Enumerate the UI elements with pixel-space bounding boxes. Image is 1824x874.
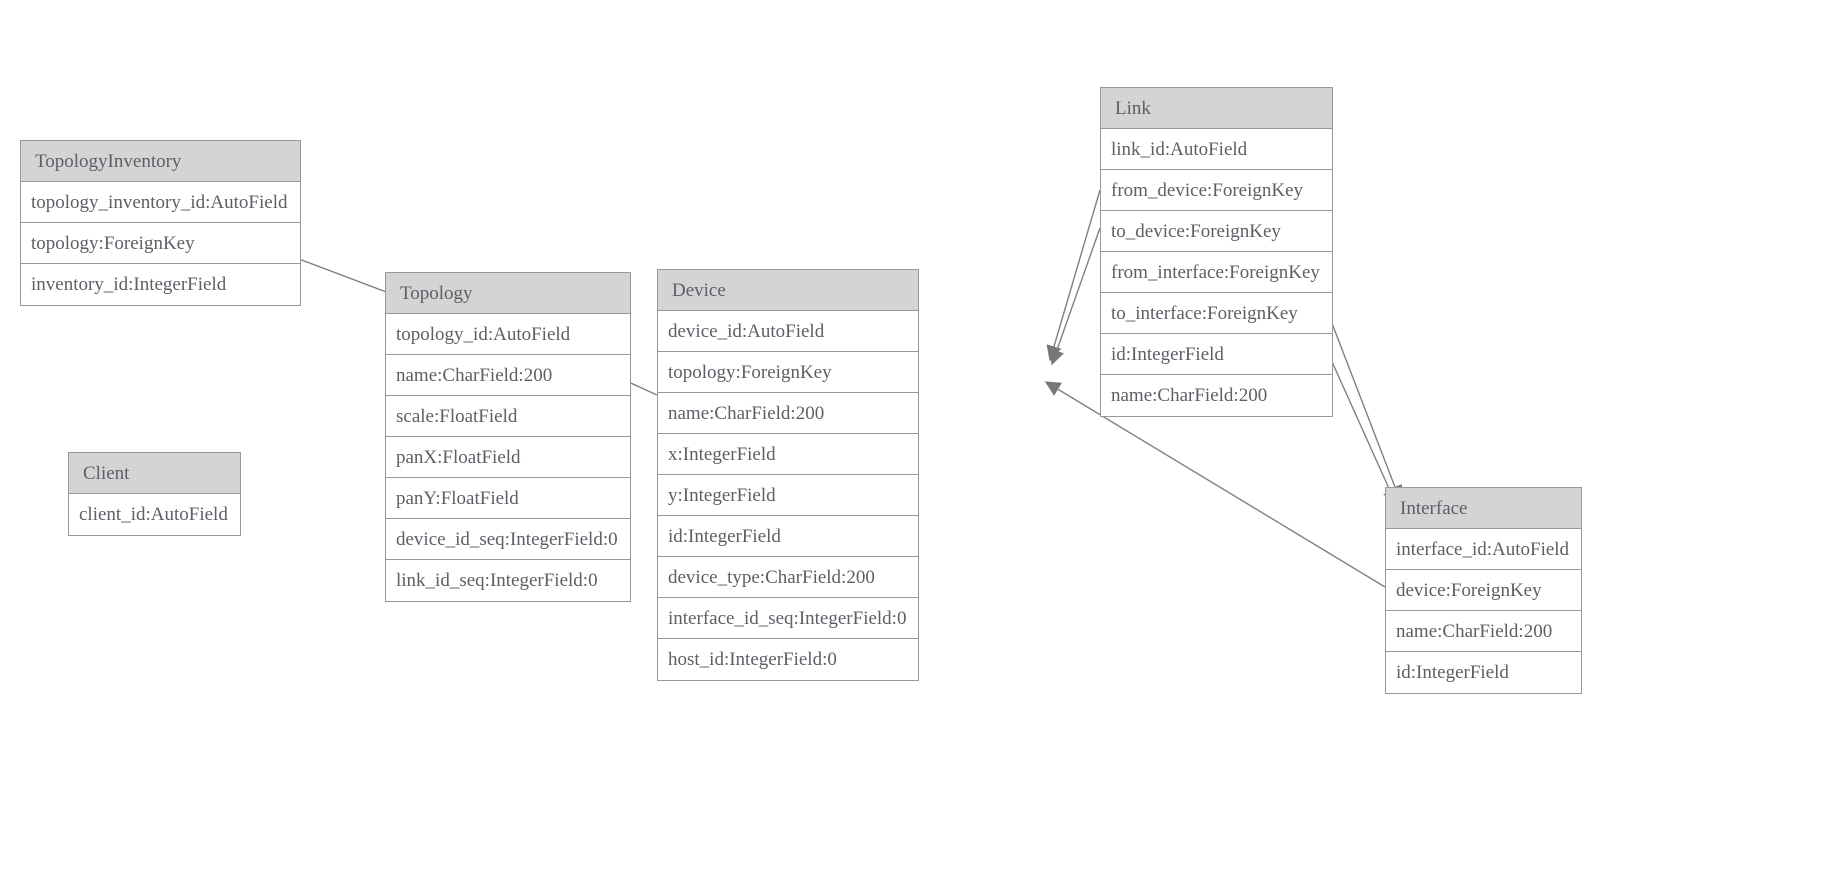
entity-field: host_id:IntegerField:0 — [658, 639, 918, 680]
entity-field: id:IntegerField — [1101, 334, 1332, 375]
entity-field: x:IntegerField — [658, 434, 918, 475]
entity-client[interactable]: Client client_id:AutoField — [68, 452, 241, 536]
entity-field: scale:FloatField — [386, 396, 630, 437]
entity-field: device_id:AutoField — [658, 311, 918, 352]
entity-field: from_interface:ForeignKey — [1101, 252, 1332, 293]
entity-field: y:IntegerField — [658, 475, 918, 516]
entity-field: name:CharField:200 — [386, 355, 630, 396]
entity-field: name:CharField:200 — [1101, 375, 1332, 416]
entity-field: device_id_seq:IntegerField:0 — [386, 519, 630, 560]
entity-title: Client — [69, 453, 240, 494]
entity-title: Interface — [1386, 488, 1581, 529]
entity-field: interface_id_seq:IntegerField:0 — [658, 598, 918, 639]
entity-title: TopologyInventory — [21, 141, 300, 182]
entity-field: id:IntegerField — [1386, 652, 1581, 693]
entity-field: device_type:CharField:200 — [658, 557, 918, 598]
entity-field: panX:FloatField — [386, 437, 630, 478]
entity-field: topology:ForeignKey — [658, 352, 918, 393]
edge-link-to-device — [1049, 227, 1101, 366]
entity-field: inventory_id:IntegerField — [21, 264, 300, 305]
entity-field: from_device:ForeignKey — [1101, 170, 1332, 211]
entity-title: Link — [1101, 88, 1332, 129]
entity-field: topology_id:AutoField — [386, 314, 630, 355]
entity-title: Topology — [386, 273, 630, 314]
entity-link[interactable]: Link link_id:AutoField from_device:Forei… — [1100, 87, 1333, 417]
entity-field: to_interface:ForeignKey — [1101, 293, 1332, 334]
entity-field: topology:ForeignKey — [21, 223, 300, 264]
entity-interface[interactable]: Interface interface_id:AutoField device:… — [1385, 487, 1582, 694]
entity-title: Device — [658, 270, 918, 311]
entity-device[interactable]: Device device_id:AutoField topology:Fore… — [657, 269, 919, 681]
entity-field: client_id:AutoField — [69, 494, 240, 535]
entity-field: name:CharField:200 — [1386, 611, 1581, 652]
entity-field: topology_inventory_id:AutoField — [21, 182, 300, 223]
entity-topologyinventory[interactable]: TopologyInventory topology_inventory_id:… — [20, 140, 301, 306]
entity-topology[interactable]: Topology topology_id:AutoField name:Char… — [385, 272, 631, 602]
entity-field: name:CharField:200 — [658, 393, 918, 434]
entity-field: to_device:ForeignKey — [1101, 211, 1332, 252]
entity-field: interface_id:AutoField — [1386, 529, 1581, 570]
entity-field: link_id:AutoField — [1101, 129, 1332, 170]
edge-link-from-device — [1046, 189, 1101, 362]
entity-field: panY:FloatField — [386, 478, 630, 519]
entity-field: id:IntegerField — [658, 516, 918, 557]
entity-field: link_id_seq:IntegerField:0 — [386, 560, 630, 601]
entity-field: device:ForeignKey — [1386, 570, 1581, 611]
